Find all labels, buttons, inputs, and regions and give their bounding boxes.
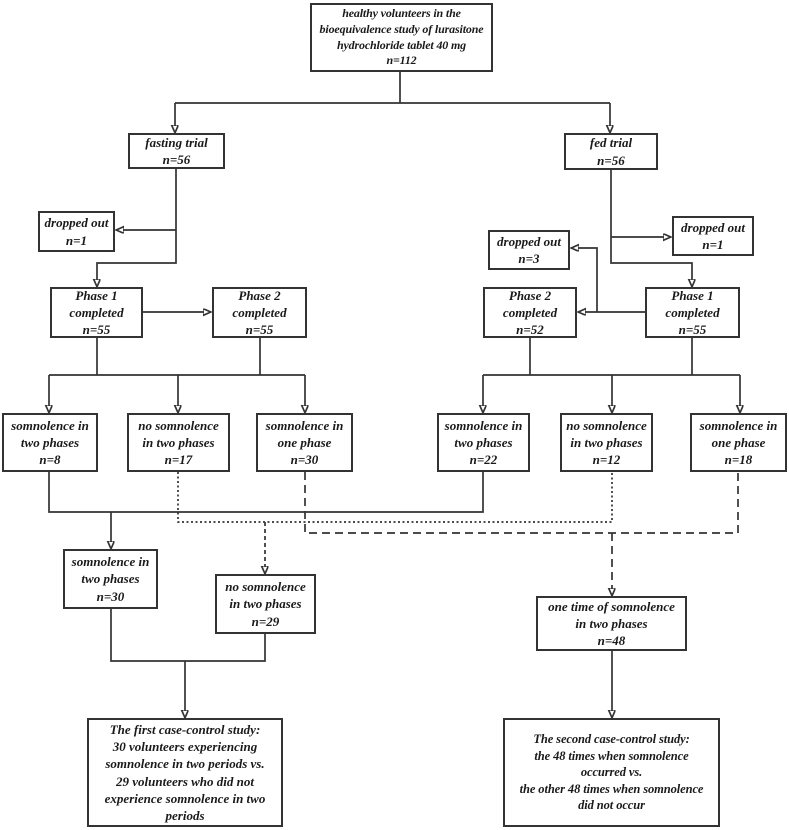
connector-fed-dropout — [610, 170, 692, 280]
box-fasting-no-somnolence: no somnolence in two phases n=17 — [127, 413, 230, 472]
connector-fed-outcomes — [483, 338, 740, 406]
box-combined-no-somnolence: no somnolence in two phases n=29 — [215, 574, 316, 634]
connector-enrollment-split — [175, 72, 610, 126]
box-dropped-out-fed-phase2: dropped out n=3 — [488, 230, 570, 270]
connector-study1-merge — [110, 609, 266, 711]
box-fasting-somnolence-two-phases: somnolence in two phases n=8 — [2, 413, 98, 472]
box-fed-phase2-completed: Phase 2 completed n=52 — [483, 287, 577, 338]
box-fed-somnolence-one-phase: somnolence in one phase n=18 — [690, 413, 787, 472]
box-second-case-control-study: The second case-control study: the 48 ti… — [503, 718, 720, 827]
box-fed-trial: fed trial n=56 — [564, 133, 658, 170]
connector-fasting-outcomes — [49, 338, 305, 406]
connector-pool-somnolence-two — [48, 472, 484, 542]
box-dropped-out-fed-phase1: dropped out n=1 — [672, 216, 754, 256]
box-fasting-phase1-completed: Phase 1 completed n=55 — [50, 287, 143, 338]
box-fasting-phase2-completed: Phase 2 completed n=55 — [212, 287, 307, 338]
box-fed-phase1-completed: Phase 1 completed n=55 — [645, 287, 740, 338]
connector-pool-no-somnolence — [177, 472, 613, 523]
connector-pool-one-phase — [304, 472, 739, 589]
connector-phase1-phase2 — [143, 248, 645, 312]
box-fasting-somnolence-one-phase: somnolence in one phase n=30 — [256, 413, 353, 472]
box-fed-no-somnolence: no somnolence in two phases n=12 — [560, 413, 653, 472]
box-enrollment: healthy volunteers in the bioequivalence… — [310, 3, 493, 72]
box-fasting-trial: fasting trial n=56 — [128, 133, 225, 169]
connector-fasting-dropout — [97, 168, 177, 280]
box-combined-somnolence-two-phases: somnolence in two phases n=30 — [63, 549, 158, 609]
box-first-case-control-study: The first case-control study: 30 volunte… — [87, 718, 283, 827]
box-dropped-out-fasting: dropped out n=1 — [38, 211, 115, 252]
box-combined-one-time-somnolence: one time of somnolence in two phases n=4… — [536, 596, 687, 651]
box-fed-somnolence-two-phases: somnolence in two phases n=22 — [437, 413, 530, 472]
